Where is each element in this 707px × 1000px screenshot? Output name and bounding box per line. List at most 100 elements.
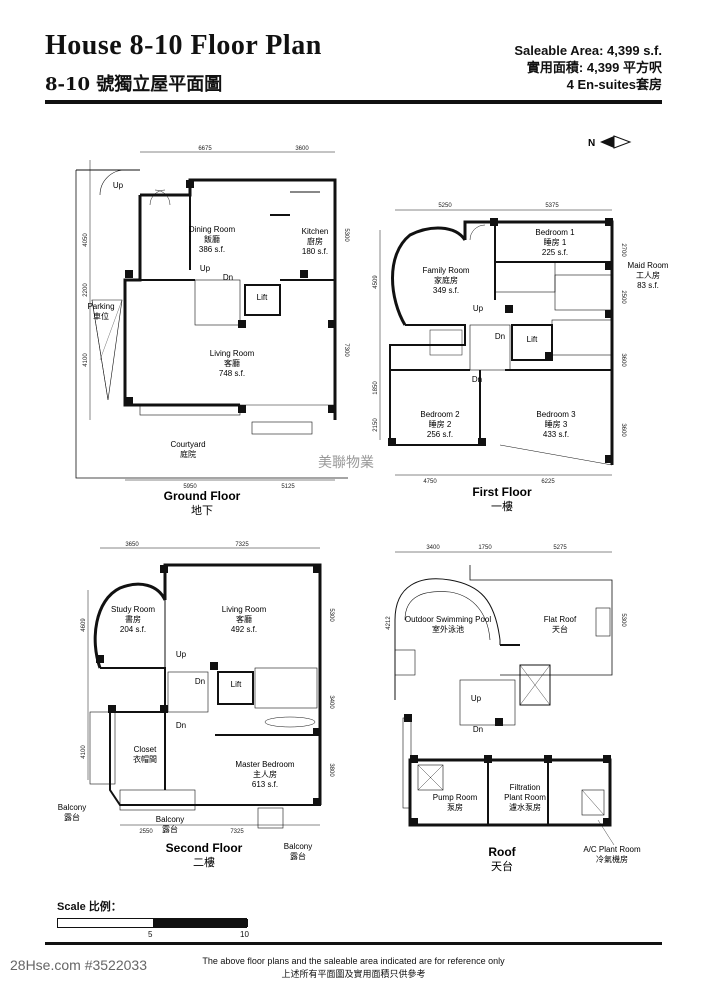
label-dims-r-top1: 3400 <box>426 545 440 551</box>
saleable-area-cn: 實用面積: 4,399 平方呎 <box>526 60 662 75</box>
label-rooms-g-dining-cn: 飯廳 <box>204 234 220 244</box>
north-arrow-icon: N <box>588 135 632 149</box>
label-dims-r-top2: 1750 <box>478 545 492 551</box>
label-dims-f-bot1: 4750 <box>423 479 437 485</box>
label-dims-f-right1: 2700 <box>620 243 626 257</box>
label-rooms-s-balcony2-en: Balcony <box>156 815 184 824</box>
label-floors-roof-name-cn: 天台 <box>491 859 513 873</box>
label-rooms-f-bed2-en: Bedroom 2 <box>420 410 460 419</box>
label-dims-r-left1: 4212 <box>386 616 392 630</box>
label-labels-dn: Dn <box>473 725 483 734</box>
label-rooms-f-maid-cn: 工人房 <box>636 270 660 280</box>
label-rooms-f-maid-en: Maid Room <box>628 261 669 270</box>
label-dims-g-left3: 4100 <box>83 353 89 367</box>
area-summary: Saleable Area: 4,399 s.f. 實用面積: 4,399 平方… <box>514 42 662 93</box>
plan-subtitle: 8-10 號獨立屋平面圖 <box>45 74 223 95</box>
label-rooms-s-balcony2-cn: 露台 <box>162 824 178 834</box>
label-rooms-f-bed3-en: Bedroom 3 <box>536 410 576 419</box>
label-dims-r-top3: 5275 <box>553 545 567 551</box>
label-compass: N <box>588 138 595 149</box>
label-rooms-s-balcony1-cn: 露台 <box>64 812 80 822</box>
label-dims-g-right1: 5300 <box>343 228 349 242</box>
scale-tick-mid: 5 <box>148 930 153 939</box>
ground-floor-plan <box>75 151 348 481</box>
label-dims-g-left2: 2200 <box>83 283 89 297</box>
label-rooms-s-balcony3-cn: 露台 <box>290 851 306 861</box>
label-labels-dn: Dn <box>223 273 233 282</box>
label-labels-dn: Dn <box>472 375 482 384</box>
label-floors-first-name-cn: 一樓 <box>491 499 513 513</box>
label-dims-s-right3: 3800 <box>328 763 334 777</box>
label-rooms-g-dining-en: Dining Room <box>189 225 236 234</box>
label-rooms-r-filtration-cn: 濾水泵房 <box>509 802 541 812</box>
label-rooms-s-master-en: Master Bedroom <box>235 760 294 769</box>
label-rooms-f-family-cn: 家庭房 <box>434 275 458 285</box>
listing-id: 28Hse.com #3522033 <box>10 957 147 973</box>
label-rooms-r-ac-en: A/C Plant Room <box>583 845 641 854</box>
label-dims-s-left1: 4609 <box>81 618 87 632</box>
label-rooms-g-living-en: Living Room <box>210 349 255 358</box>
label-rooms-s-closet-cn: 衣帽間 <box>133 754 157 764</box>
second-floor-labels: 3650 7325 4609 4100 5300 3400 3800 2550 … <box>58 542 334 869</box>
disclaimer-cn: 上述所有平面圖及實用面積只供參考 <box>281 969 426 979</box>
label-rooms-f-bed2-area: 256 s.f. <box>427 430 453 439</box>
second-floor-plan <box>87 547 322 829</box>
label-rooms-s-living-cn: 客廳 <box>236 614 252 624</box>
label-rooms-f-bed1-en: Bedroom 1 <box>535 228 575 237</box>
label-rooms-s-balcony3-en: Balcony <box>284 842 312 851</box>
label-rooms-s-study-en: Study Room <box>111 605 155 614</box>
label-rooms-s-study-area: 204 s.f. <box>120 625 146 634</box>
label-labels-dn: Dn <box>195 677 205 686</box>
label-dims-s-left2: 4100 <box>81 745 87 759</box>
label-rooms-r-flatroof-cn: 天台 <box>552 624 568 634</box>
scale-ticks: 5 10 <box>57 928 249 940</box>
label-labels-up: Up <box>200 264 211 273</box>
label-rooms-r-pump-en: Pump Room <box>433 793 478 802</box>
label-rooms-g-kitchen-en: Kitchen <box>302 227 329 236</box>
scale-bar-graphic <box>57 918 248 928</box>
label-rooms-s-master-cn: 主人房 <box>253 769 277 779</box>
label-dims-f-top2: 5375 <box>545 203 559 209</box>
label-rooms-f-bed3-cn: 睡房 3 <box>545 419 568 429</box>
label-rooms-s-balcony1-en: Balcony <box>58 803 86 812</box>
label-dims-f-right4: 3600 <box>620 423 626 437</box>
roof-plan <box>394 551 615 846</box>
label-rooms-r-ac-cn: 冷氣機房 <box>596 854 628 864</box>
label-rooms-r-filtration-en1: Filtration <box>510 783 541 792</box>
label-dims-s-top2: 7325 <box>235 542 249 548</box>
ensuites-count: 4 En-suites套房 <box>566 77 662 92</box>
scale-bar: Scale 比例： 5 10 <box>57 898 249 940</box>
label-rooms-g-courtyard-en: Courtyard <box>170 440 205 449</box>
disclaimer: The above floor plans and the saleable a… <box>0 955 707 981</box>
label-dims-f-right2: 2500 <box>620 290 626 304</box>
plan-title: House 8-10 Floor Plan <box>45 30 322 61</box>
label-rooms-g-living-area: 748 s.f. <box>219 369 245 378</box>
roof-labels: 3400 1750 5275 4212 5300 Outdoor Swimmin… <box>386 545 641 873</box>
label-rooms-g-living-cn: 客廳 <box>224 358 240 368</box>
label-rooms-g-kitchen-cn: 廚房 <box>307 236 323 246</box>
label-rooms-f-bed1-area: 225 s.f. <box>542 248 568 257</box>
label-dims-s-bot2: 7325 <box>230 829 244 835</box>
label-rooms-s-living-en: Living Room <box>222 605 267 614</box>
label-rooms-s-master-area: 613 s.f. <box>252 780 278 789</box>
first-floor-plan <box>379 209 614 476</box>
label-floors-ground-name: Ground Floor <box>164 489 241 503</box>
label-dims-r-right1: 5300 <box>620 613 626 627</box>
label-dims-f-left1: 4509 <box>373 275 379 289</box>
label-rooms-f-family-en: Family Room <box>422 266 469 275</box>
label-rooms-g-parking-cn: 車位 <box>93 311 109 321</box>
label-rooms-f-bed1-cn: 睡房 1 <box>544 237 567 247</box>
label-rooms-r-pool-cn: 室外泳池 <box>432 624 464 634</box>
label-rooms-f-bed2-cn: 睡房 2 <box>429 419 452 429</box>
label-dims-s-right2: 3400 <box>328 695 334 709</box>
label-rooms-s-closet-en: Closet <box>134 745 157 754</box>
header-rule <box>45 100 662 104</box>
scale-tick-end: 10 <box>240 930 249 939</box>
label-rooms-r-pool-en: Outdoor Swimming Pool <box>405 615 491 624</box>
label-floors-second-name: Second Floor <box>166 841 243 855</box>
label-floors-ground-name-cn: 地下 <box>191 504 213 517</box>
ground-floor-labels: 6675 3600 4050 2200 4100 5300 7300 5950 … <box>83 146 349 517</box>
label-rooms-f-family-area: 349 s.f. <box>433 286 459 295</box>
label-rooms-r-pump-cn: 泵房 <box>447 802 463 812</box>
label-rooms-r-filtration-en2: Plant Room <box>504 793 546 802</box>
